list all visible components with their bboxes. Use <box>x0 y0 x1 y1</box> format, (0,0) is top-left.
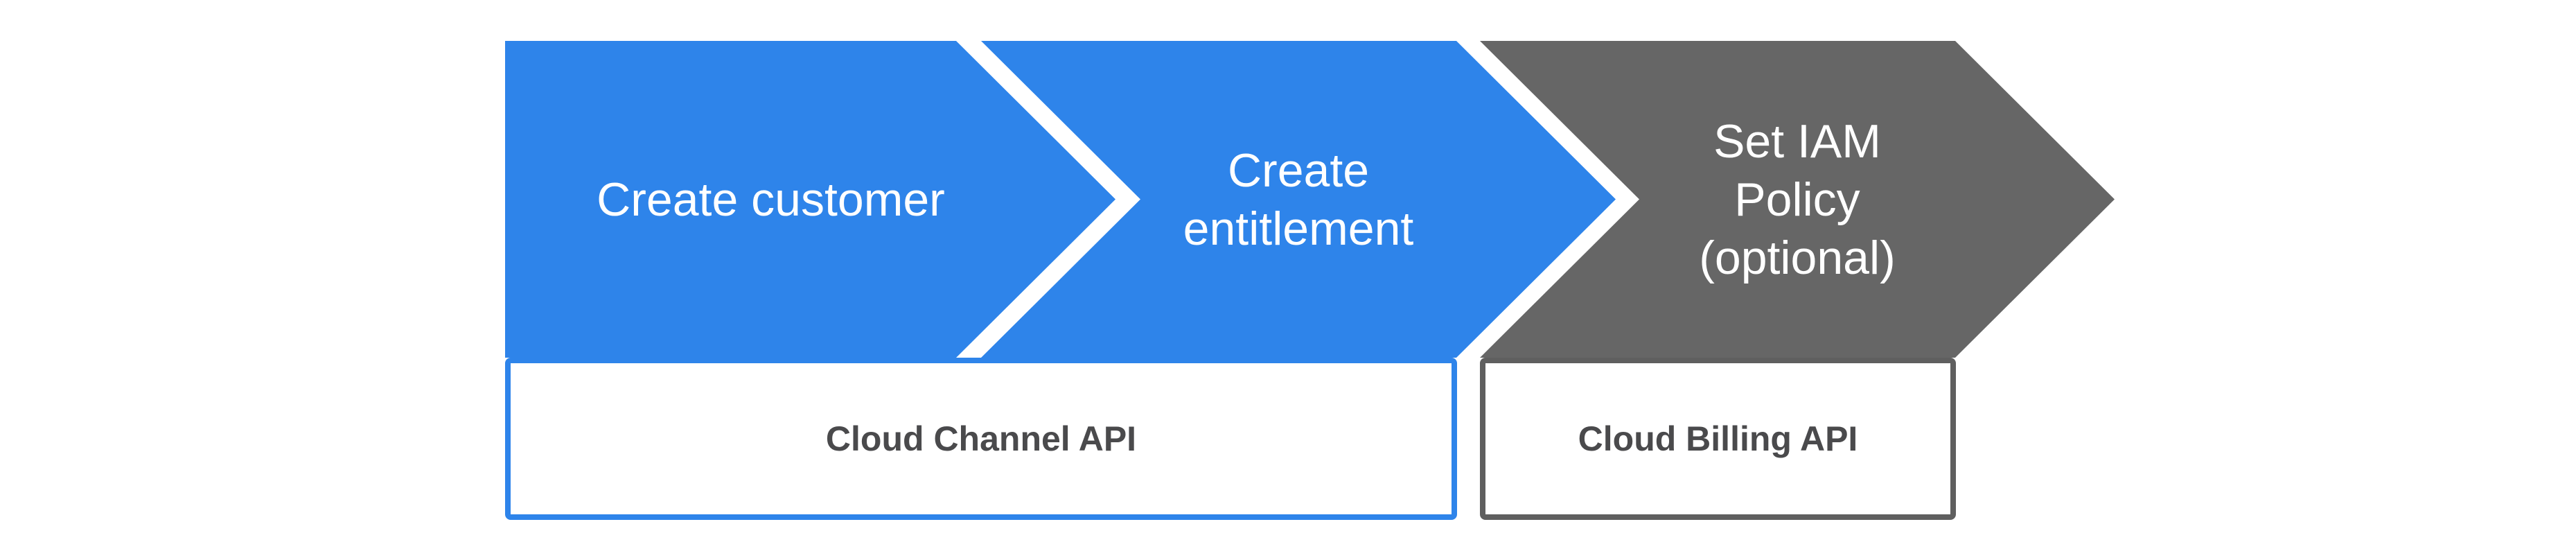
create-customer-arrow-shape <box>505 41 1115 358</box>
create-entitlement-arrow-shape <box>981 41 1616 358</box>
set-iam-policy-arrow-shape <box>1480 41 2115 358</box>
cloud-billing-api-box <box>1480 358 1956 520</box>
cloud-channel-api-box <box>505 358 1457 520</box>
